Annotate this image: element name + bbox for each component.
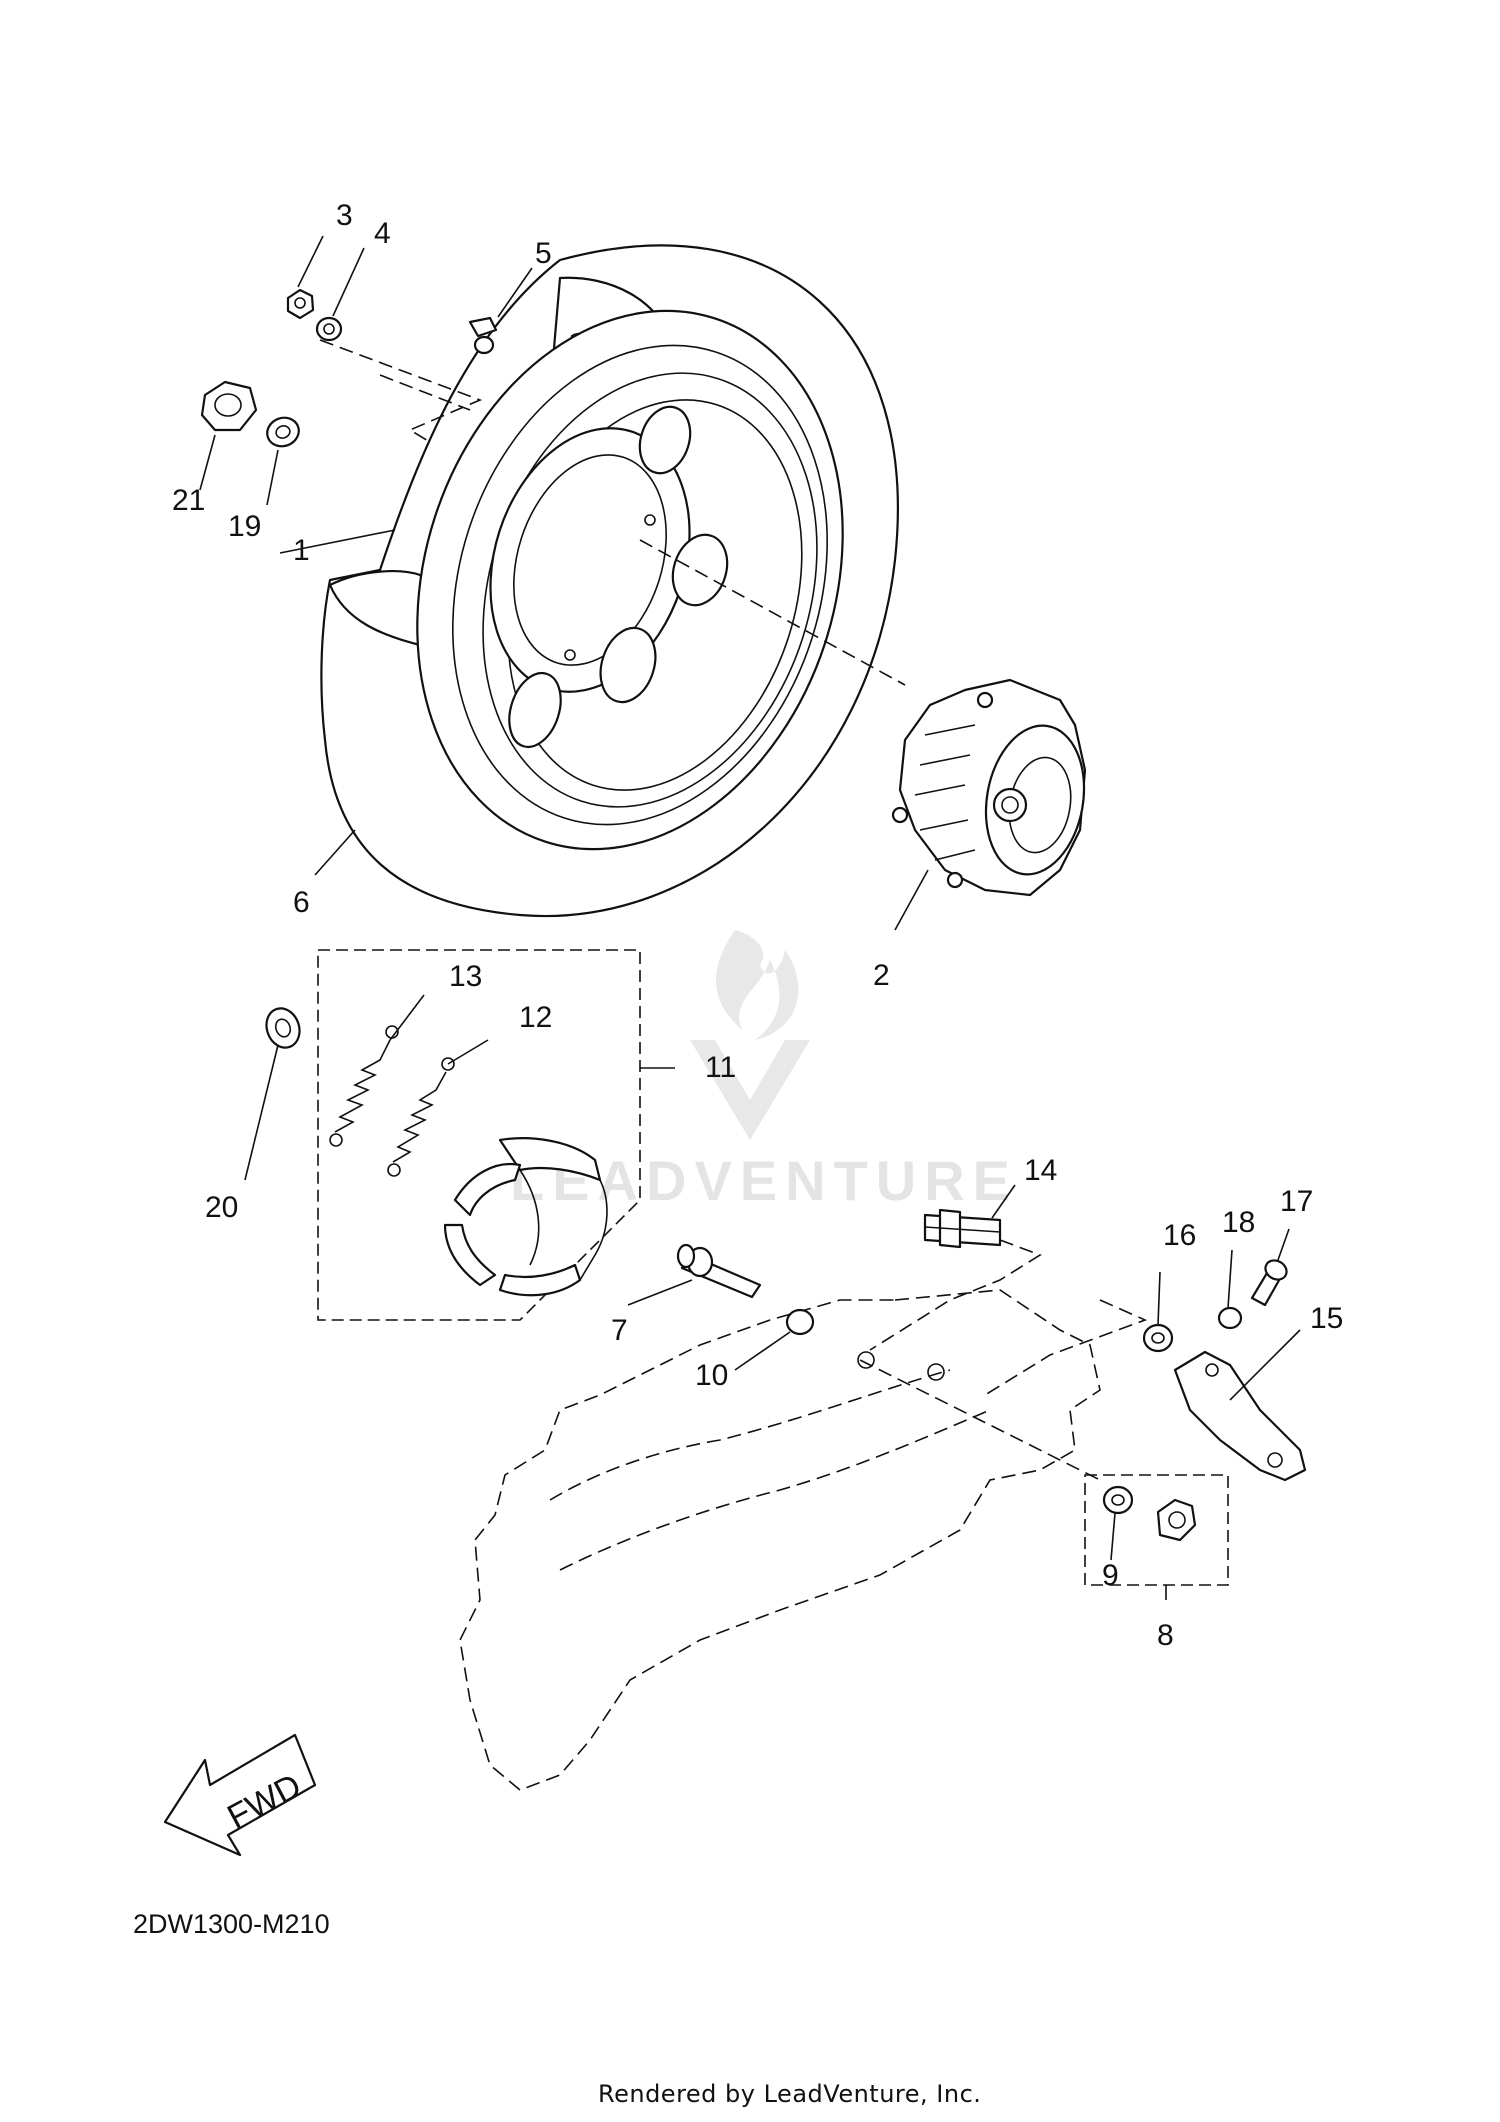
rim-vent-hole <box>508 672 562 748</box>
stud-bolt-7 <box>676 1243 762 1299</box>
callout-labels: 1 2 3 4 5 6 7 8 9 10 11 12 13 14 15 16 1… <box>172 199 1343 1652</box>
callout-18: 18 <box>1222 1206 1255 1239</box>
nut-8 <box>1156 1498 1197 1542</box>
callout-7: 7 <box>611 1314 628 1347</box>
crankcase-cover <box>459 1289 1101 1791</box>
spring-12 <box>387 1057 455 1177</box>
nut-3 <box>286 288 315 320</box>
washer-20 <box>265 1007 301 1049</box>
forward-arrow-icon: FWD <box>163 1733 317 1857</box>
washer-19 <box>266 416 300 448</box>
rim-vent-hole <box>599 626 657 704</box>
callout-14: 14 <box>1024 1154 1057 1187</box>
callout-15: 15 <box>1310 1302 1343 1335</box>
brake-shoes <box>443 1137 608 1297</box>
bracket-15 <box>1173 1350 1307 1482</box>
callout-21: 21 <box>172 484 205 517</box>
callout-20: 20 <box>205 1191 238 1224</box>
leader-lines <box>199 235 1301 1600</box>
callout-17: 17 <box>1280 1185 1313 1218</box>
brake-shoe-kit-box <box>317 949 641 1321</box>
nut-kit-box <box>1084 1474 1229 1586</box>
leader-axle-line <box>319 339 483 443</box>
brake-hub <box>891 678 1087 897</box>
callout-5: 5 <box>535 237 552 270</box>
diagram-code: 2DW1300-M210 <box>133 1909 330 1939</box>
spring-13 <box>329 1025 399 1147</box>
washer-16 <box>1142 1323 1174 1353</box>
collar-18 <box>1217 1306 1243 1330</box>
callout-13: 13 <box>449 960 482 993</box>
valve-5 <box>468 316 498 355</box>
o-ring-10 <box>785 1308 815 1336</box>
footer-credit: Rendered by LeadVenture, Inc. <box>598 2080 982 2108</box>
rim-vent-hole <box>671 533 729 607</box>
callout-11: 11 <box>705 1051 736 1084</box>
axle-nut-21 <box>200 380 258 432</box>
bolt-17 <box>1250 1259 1288 1307</box>
callout-12: 12 <box>519 1001 552 1034</box>
washer-9 <box>1102 1485 1134 1515</box>
rim-vent-hole <box>638 405 692 475</box>
callout-2: 2 <box>873 959 890 992</box>
callout-19: 19 <box>228 510 261 543</box>
callout-6: 6 <box>293 886 310 919</box>
callout-9: 9 <box>1102 1559 1119 1592</box>
wheel-assembly <box>320 244 899 918</box>
watermark-logo <box>690 930 810 1140</box>
callout-8: 8 <box>1157 1619 1174 1652</box>
callout-16: 16 <box>1163 1219 1196 1252</box>
washer-4 <box>315 316 343 342</box>
callout-3: 3 <box>336 199 353 232</box>
callout-10: 10 <box>695 1359 728 1392</box>
callout-1: 1 <box>293 534 310 567</box>
breather-14 <box>923 1208 1002 1249</box>
callout-4: 4 <box>374 217 391 250</box>
